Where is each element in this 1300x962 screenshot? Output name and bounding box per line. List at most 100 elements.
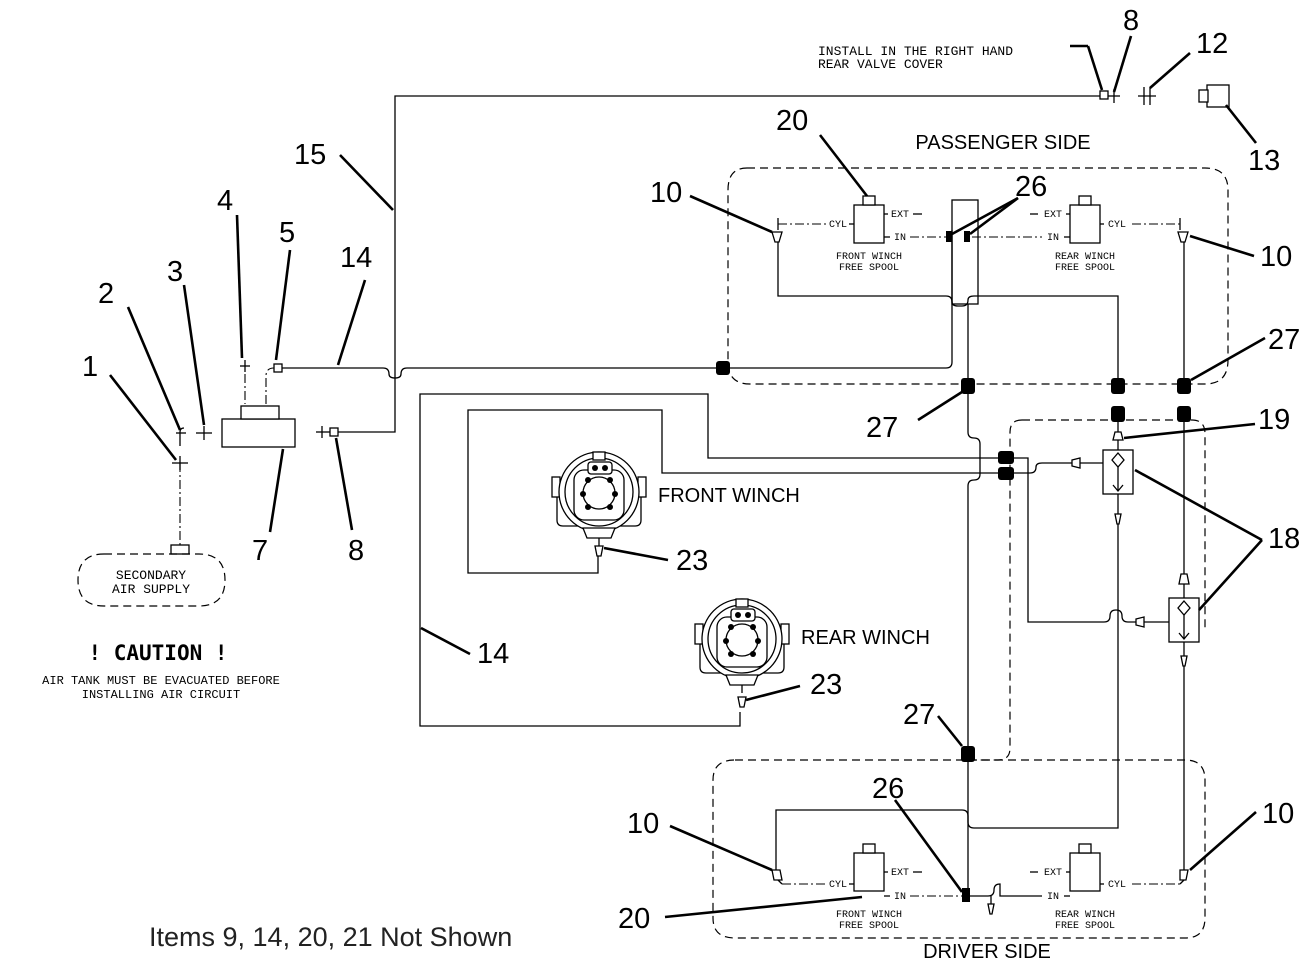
leader-8-left [334, 437, 354, 531]
leader-26-driver [893, 799, 964, 893]
fitting-8-top [1099, 89, 1120, 103]
air-line-15 [394, 95, 1100, 210]
leader-1 [108, 374, 178, 461]
driver-side-enclosure [712, 759, 1206, 939]
ext-label-pr: EXT [1044, 210, 1062, 221]
cyl-label-pr: CYL [1108, 220, 1126, 231]
fitting-1 [172, 456, 188, 470]
caution-text-2: INSTALLING AIR CIRCUIT [82, 688, 240, 702]
install-note-2: REAR VALVE COVER [818, 57, 943, 72]
leader-10-dl [669, 824, 773, 872]
callout-10-pr: 10 [1260, 241, 1292, 273]
callout-23-rear: 23 [810, 669, 842, 701]
footnote: Items 9, 14, 20, 21 Not Shown [149, 922, 512, 952]
bulkhead-27-p1 [1111, 378, 1125, 394]
air-line-15-lower [338, 210, 396, 433]
callout-8-top: 8 [1123, 5, 1139, 37]
line-front-winch-loop [467, 409, 1000, 574]
ext-label-pf: EXT [891, 210, 909, 221]
callout-7: 7 [252, 535, 268, 567]
air-line-14-main [282, 367, 716, 379]
cyl-label-dr: CYL [1108, 880, 1126, 891]
bulkhead-27-driver [961, 746, 975, 762]
caution-text-1: AIR TANK MUST BE EVACUATED BEFORE [42, 674, 280, 688]
rear-spool-valve-passenger [1069, 195, 1101, 244]
leader-5 [274, 249, 292, 361]
callout-14-top: 14 [340, 242, 372, 274]
callout-2: 2 [98, 278, 114, 310]
passenger-side-label: PASSENGER SIDE [915, 132, 1090, 154]
leader-27-center [917, 390, 963, 422]
front-spool-label-p2: FREE SPOOL [839, 263, 899, 274]
ext-label-dr: EXT [1044, 868, 1062, 879]
line-to-relay-upper [1014, 462, 1072, 474]
fitting-upper-out [1114, 513, 1122, 525]
elbow-10-pl [771, 218, 783, 243]
fitting-8-left [316, 426, 339, 438]
front-spool-valve-driver [853, 843, 885, 892]
elbow-10-dl [771, 869, 783, 885]
leader-8-top [1112, 35, 1133, 93]
ext-label-df: EXT [891, 868, 909, 879]
elbow-10-pr [1177, 218, 1189, 243]
bulkhead-27-center [961, 378, 975, 394]
bulkhead-zone-2 [1177, 406, 1191, 422]
callout-19: 19 [1258, 404, 1290, 436]
leader-23-front [603, 546, 669, 562]
callout-18: 18 [1268, 523, 1300, 555]
leader-7 [268, 448, 285, 533]
fitting-12 [1138, 87, 1156, 105]
leader-23-rear [745, 684, 801, 702]
leader-26-a [969, 196, 1019, 236]
component-7 [221, 405, 296, 448]
callout-27-driver: 27 [903, 699, 935, 731]
leader-10-pl [689, 194, 773, 234]
leader-26-b [951, 196, 1019, 236]
leader-19 [1123, 422, 1256, 440]
in-label-pf: IN [894, 233, 906, 244]
leader-14-top [336, 279, 367, 366]
front-spool-label-d2: FREE SPOOL [839, 921, 899, 932]
bulkhead-27-p2 [1177, 378, 1191, 394]
leader-20-driver [664, 895, 863, 919]
rear-winch [694, 598, 790, 708]
rear-spool-label-d2: FREE SPOOL [1055, 921, 1115, 932]
bulkhead-fitting-left [716, 361, 730, 375]
callout-26-top: 26 [1015, 171, 1047, 203]
install-note-1: INSTALL IN THE RIGHT HAND [818, 44, 1013, 59]
callout-20-driver: 20 [618, 903, 650, 935]
leader-4 [235, 214, 244, 359]
front-winch-label: FRONT WINCH [658, 485, 800, 507]
line-to-relay-lower [1014, 457, 1136, 623]
callout-27-center: 27 [866, 412, 898, 444]
valve-zone-enclosure-left [968, 419, 1023, 761]
leader-3 [182, 284, 206, 426]
callout-14-left: 14 [477, 638, 509, 670]
cyl-label-pf: CYL [829, 220, 847, 231]
callout-23-front: 23 [676, 545, 708, 577]
line-14-big-loop [419, 393, 1000, 727]
caution-heading: ! CAUTION ! [88, 641, 227, 665]
bulkhead-winch-1 [998, 451, 1014, 464]
bulkhead-winch-2 [998, 467, 1014, 480]
rear-spool-label-p1: REAR WINCH [1055, 252, 1115, 263]
driver-elbow [970, 883, 1008, 897]
relay-valve-18-upper [1102, 449, 1134, 495]
secondary-air-supply-label-2: AIR SUPPLY [112, 582, 190, 597]
callout-10-dl: 10 [627, 808, 659, 840]
callout-20-top: 20 [776, 105, 808, 137]
front-winch [551, 451, 647, 557]
leader-13 [1224, 104, 1258, 144]
callout-3: 3 [167, 256, 183, 288]
secondary-air-supply-label-1: SECONDARY [116, 568, 186, 583]
rear-winch-label: REAR WINCH [801, 627, 930, 649]
leader-2 [126, 306, 182, 431]
component-13 [1198, 84, 1230, 108]
leader-18-a [1134, 468, 1263, 542]
rear-spool-valve-driver [1069, 843, 1101, 892]
cyl-label-df: CYL [829, 880, 847, 891]
callout-27-pr: 27 [1268, 324, 1300, 356]
fitting-5 [265, 363, 283, 404]
